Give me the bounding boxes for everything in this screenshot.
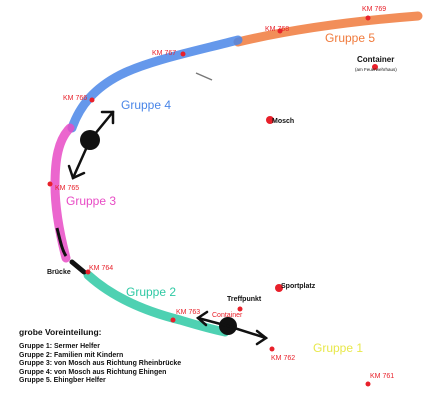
bridge-stroke <box>55 227 68 257</box>
location-dot-icon <box>266 116 274 124</box>
location-dot-icon <box>372 64 378 70</box>
km-dot-767 <box>180 51 186 57</box>
route-gruppe-4 <box>67 35 243 133</box>
group-label-4: Gruppe 4 <box>121 98 172 112</box>
place-sportplatz: Sportplatz <box>281 283 316 290</box>
km-dot-766 <box>89 97 95 103</box>
road-stub <box>195 72 213 81</box>
route-arrow-icon <box>67 110 115 180</box>
location-dot-icon <box>275 284 283 292</box>
km-label-769: KM 769 <box>362 6 387 13</box>
legend-title: grobe Voreinteilung: <box>19 327 102 337</box>
bridge-join <box>69 259 87 275</box>
group-label-3: Gruppe 3 <box>66 194 117 208</box>
group-label-1: Gruppe 1 <box>313 341 364 355</box>
place-bruecke: Brücke <box>47 269 71 276</box>
km-marker-dots <box>47 15 371 387</box>
km-dot-769 <box>365 15 371 21</box>
km-dot-762 <box>269 346 275 352</box>
legend-item: Gruppe 1: Sermer Helfer <box>19 343 100 350</box>
place-mosch: Mosch <box>272 118 295 125</box>
place-container-note: (am Feuerwehrhaus) <box>355 67 397 72</box>
location-dot-icon <box>237 306 243 312</box>
km-dot-761 <box>365 381 371 387</box>
km-label-764: KM 764 <box>89 265 114 272</box>
route-gruppe-3 <box>50 123 75 263</box>
km-label-765: KM 765 <box>55 185 80 192</box>
legend: grobe Voreinteilung: Gruppe 1: Sermer He… <box>19 327 181 386</box>
km-label-762: KM 762 <box>271 355 296 362</box>
km-dot-768 <box>277 28 283 34</box>
place-treffpunkt: Treffpunkt <box>227 296 262 303</box>
place-container-lower: Container <box>212 312 243 319</box>
group-label-5: Gruppe 5 <box>325 31 376 45</box>
route-gruppe-5 <box>233 11 423 47</box>
legend-item: Gruppe 2: Familien mit Kindern <box>19 351 124 359</box>
legend-item: Gruppe 5. Ehingber Helfer <box>19 377 106 385</box>
legend-item: Gruppe 3: von Mosch aus Richtung Rheinbr… <box>19 360 182 368</box>
km-dot-763 <box>170 317 176 323</box>
km-dot-764 <box>85 269 91 275</box>
km-label-761: KM 761 <box>370 373 395 380</box>
km-label-763: KM 763 <box>176 309 201 316</box>
km-label-766: KM 766 <box>63 95 88 102</box>
km-dot-765 <box>47 181 53 187</box>
place-container: Container <box>357 55 395 64</box>
route-arrow-icon <box>195 310 269 346</box>
km-label-767: KM 767 <box>152 50 177 57</box>
legend-item: Gruppe 4: von Mosch aus Richtung Ehingen <box>19 368 167 376</box>
group-label-2: Gruppe 2 <box>126 285 177 299</box>
km-label-768: KM 768 <box>265 26 290 33</box>
